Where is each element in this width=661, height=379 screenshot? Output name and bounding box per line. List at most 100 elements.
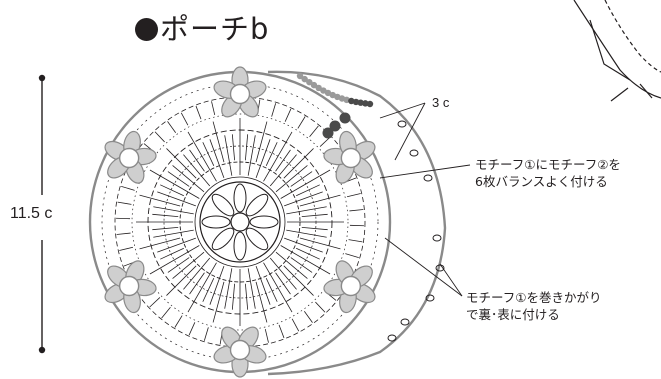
stitch-spoke [269, 257, 297, 290]
center-petal [211, 193, 235, 217]
stitch-spoke [224, 268, 233, 309]
stitch-spoke [299, 194, 341, 207]
stitch-spoke [247, 268, 256, 309]
stitch-spoke [157, 191, 196, 207]
edge-loop [397, 120, 407, 128]
flower-motif [213, 66, 267, 118]
chain-dot [315, 84, 322, 92]
joining-chain [296, 72, 374, 139]
stitch-spoke [299, 237, 341, 250]
stitch-spoke [255, 139, 271, 178]
flower-motifs [104, 66, 376, 378]
stitch-spoke [119, 246, 134, 251]
stitch-spoke [265, 278, 278, 302]
center-petal [233, 183, 247, 213]
stitch-spoke [275, 149, 291, 172]
stitch-spoke [187, 262, 217, 313]
stitch-spoke [275, 165, 308, 193]
edge-loop [423, 174, 433, 182]
stitch-spoke [211, 101, 216, 116]
chain-dot [322, 127, 334, 139]
edge-loop [435, 264, 445, 272]
stitch-spoke [275, 272, 291, 295]
stitch-spoke [139, 194, 181, 207]
motif-join-note-line-2: 6枚バランスよく付ける [475, 174, 608, 189]
flower-center [340, 275, 362, 297]
stitch-spoke [247, 135, 256, 176]
stitch-spoke [209, 139, 225, 178]
stitch-spoke [154, 131, 165, 143]
edge-loop [409, 149, 419, 157]
stitch-spoke [202, 142, 215, 166]
stitch-spoke [290, 171, 313, 187]
flower-center [229, 83, 251, 105]
stitch-spoke [188, 322, 196, 336]
stitch-spoke [263, 262, 293, 313]
motif-join-note: モチーフ①にモチーフ②を 6枚バランスよく付ける [475, 156, 621, 190]
stitch-spoke [319, 136, 331, 147]
stitch-spoke [280, 245, 331, 275]
stitch-spoke [348, 239, 363, 243]
edge-loops [387, 120, 445, 342]
stitch-spoke [303, 311, 313, 323]
stitch-spoke [212, 281, 225, 323]
edge-loop [425, 294, 435, 302]
flower-center [118, 147, 140, 169]
stitch-spoke [271, 103, 277, 117]
stitch-spoke [245, 134, 249, 161]
stitch-spoke [291, 318, 300, 332]
stitch-spoke [149, 297, 161, 308]
chain-dot [310, 81, 318, 89]
stitch-spoke [209, 266, 225, 305]
flower-motif [104, 130, 157, 184]
stitch-spoke [231, 134, 235, 161]
stitch-spoke [301, 227, 328, 231]
stitch-spoke [345, 253, 359, 259]
stitch-spoke [203, 327, 209, 341]
center-motif [199, 181, 281, 263]
stitch-spoke [153, 206, 194, 215]
stitch-spoke [117, 201, 132, 205]
stitch-spoke [290, 257, 313, 273]
stitch-spoke [172, 165, 205, 193]
stitch-spoke [166, 265, 197, 296]
center-petal [245, 193, 269, 217]
stitch-spoke [183, 154, 211, 187]
stitch-spoke [255, 121, 268, 163]
stitch-spoke [263, 131, 293, 182]
stitch-spoke [297, 116, 306, 129]
motif-join-note-line-1: モチーフ①にモチーフ②を [475, 157, 621, 172]
center-petal [233, 231, 247, 261]
chain-dot [357, 99, 364, 106]
stitch-spoke [183, 257, 211, 290]
center-petal [201, 215, 231, 229]
back-panel-outline [267, 70, 447, 376]
flower-motif [323, 130, 376, 184]
chain-dot [301, 75, 308, 83]
stitch-spoke [245, 283, 249, 310]
page-title: ポーチb [135, 6, 269, 48]
stitch-spoke [265, 142, 278, 166]
stitch-spoke [189, 272, 205, 295]
center-petal [249, 215, 279, 229]
stitch-spoke [315, 301, 326, 313]
stitch-spoke [167, 121, 177, 133]
wrap-join-note-line-1: モチーフ①を巻きかがり [466, 290, 602, 305]
stitch-spoke [202, 278, 215, 302]
stitch-spoke [152, 213, 179, 217]
stitch-spoke [284, 191, 323, 207]
stitch-spoke [269, 154, 297, 187]
row-count-label: 3 c [432, 95, 450, 110]
flower-center [229, 339, 251, 361]
stitch-spoke [161, 306, 171, 319]
edge-loop [432, 234, 442, 242]
edge-loop [387, 334, 397, 342]
stitch-spoke [278, 324, 285, 339]
stitch-spoke [275, 251, 308, 279]
stitch-spoke [255, 266, 271, 305]
flower-motif [213, 326, 267, 378]
wrap-join-note-line-2: で裏･表に付ける [466, 307, 560, 322]
chain-dot [366, 100, 374, 108]
stitch-spoke [301, 213, 328, 217]
